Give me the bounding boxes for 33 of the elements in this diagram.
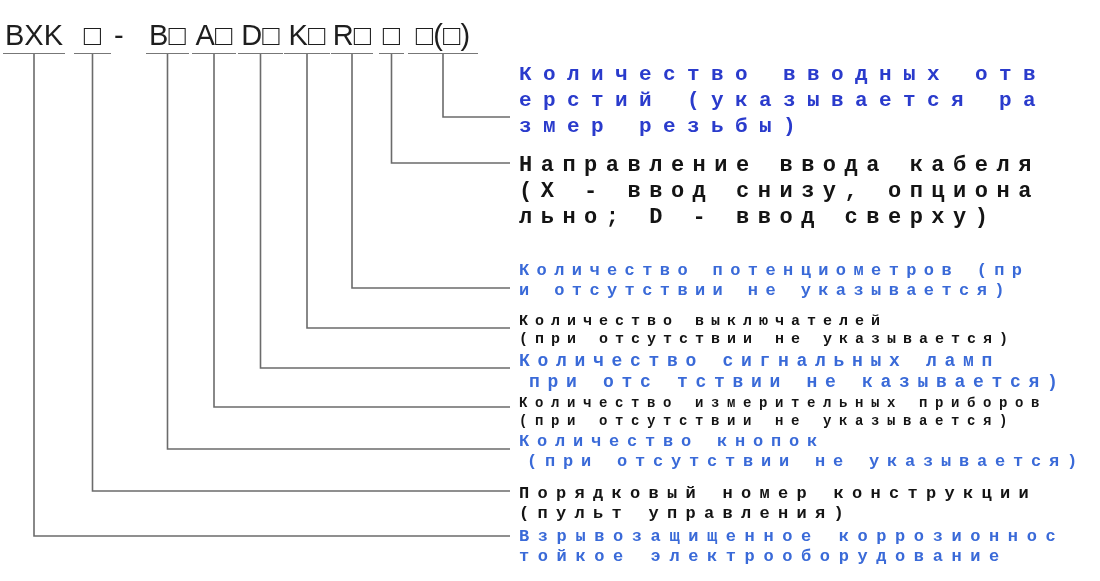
leader-line [306, 53, 511, 329]
leader-line [213, 53, 511, 408]
note-text: (при отсутствии не указывается) [519, 412, 1016, 430]
code-segment: □ [74, 18, 111, 54]
description-text: Количество кнопок [519, 432, 826, 452]
leader-line [390, 53, 511, 164]
leader-line [259, 53, 511, 369]
description-text: Количество измерительных приборов [519, 394, 1048, 412]
note-text: (при отсутствии не указывается) [519, 331, 1016, 349]
leader-line [442, 53, 511, 118]
description-text: Количество сигнальных ламп [519, 351, 1001, 372]
code-segment: B□ [146, 18, 189, 54]
leader-line [33, 53, 511, 537]
code-segment: R□ [331, 18, 373, 54]
code-separator: - [114, 18, 124, 53]
code-segment: K□ [284, 18, 330, 54]
leader-line [91, 53, 511, 492]
description-text: Взрывозащищенное коррозионностойкое электрооборудование [519, 527, 1066, 567]
note-text: при отс тствии не казывается) [529, 372, 1066, 393]
code-segment: □(□) [408, 18, 478, 54]
description-text: Количество вводных отверстий (указывается размер резьбы) [519, 62, 1049, 140]
description-text: Количество потенциометров (при отсутствии не указывается) [519, 261, 1031, 301]
description-text: Количество выключателей [519, 313, 888, 331]
code-segment: BXK [3, 18, 65, 54]
description-text: Направление ввода кабеля (X - ввод снизу, опционально; D - ввод сверху) [519, 153, 1041, 231]
code-segment: A□ [192, 18, 236, 54]
code-segment: □ [379, 18, 404, 54]
leader-line [166, 53, 511, 450]
leader-line [351, 53, 511, 289]
note-text: (пульт управления) [519, 504, 853, 524]
description-text: Порядковый номер конструкции [519, 484, 1038, 504]
note-text: (при отсутствии не указывается) [527, 452, 1086, 472]
code-segment: D□ [238, 18, 283, 54]
